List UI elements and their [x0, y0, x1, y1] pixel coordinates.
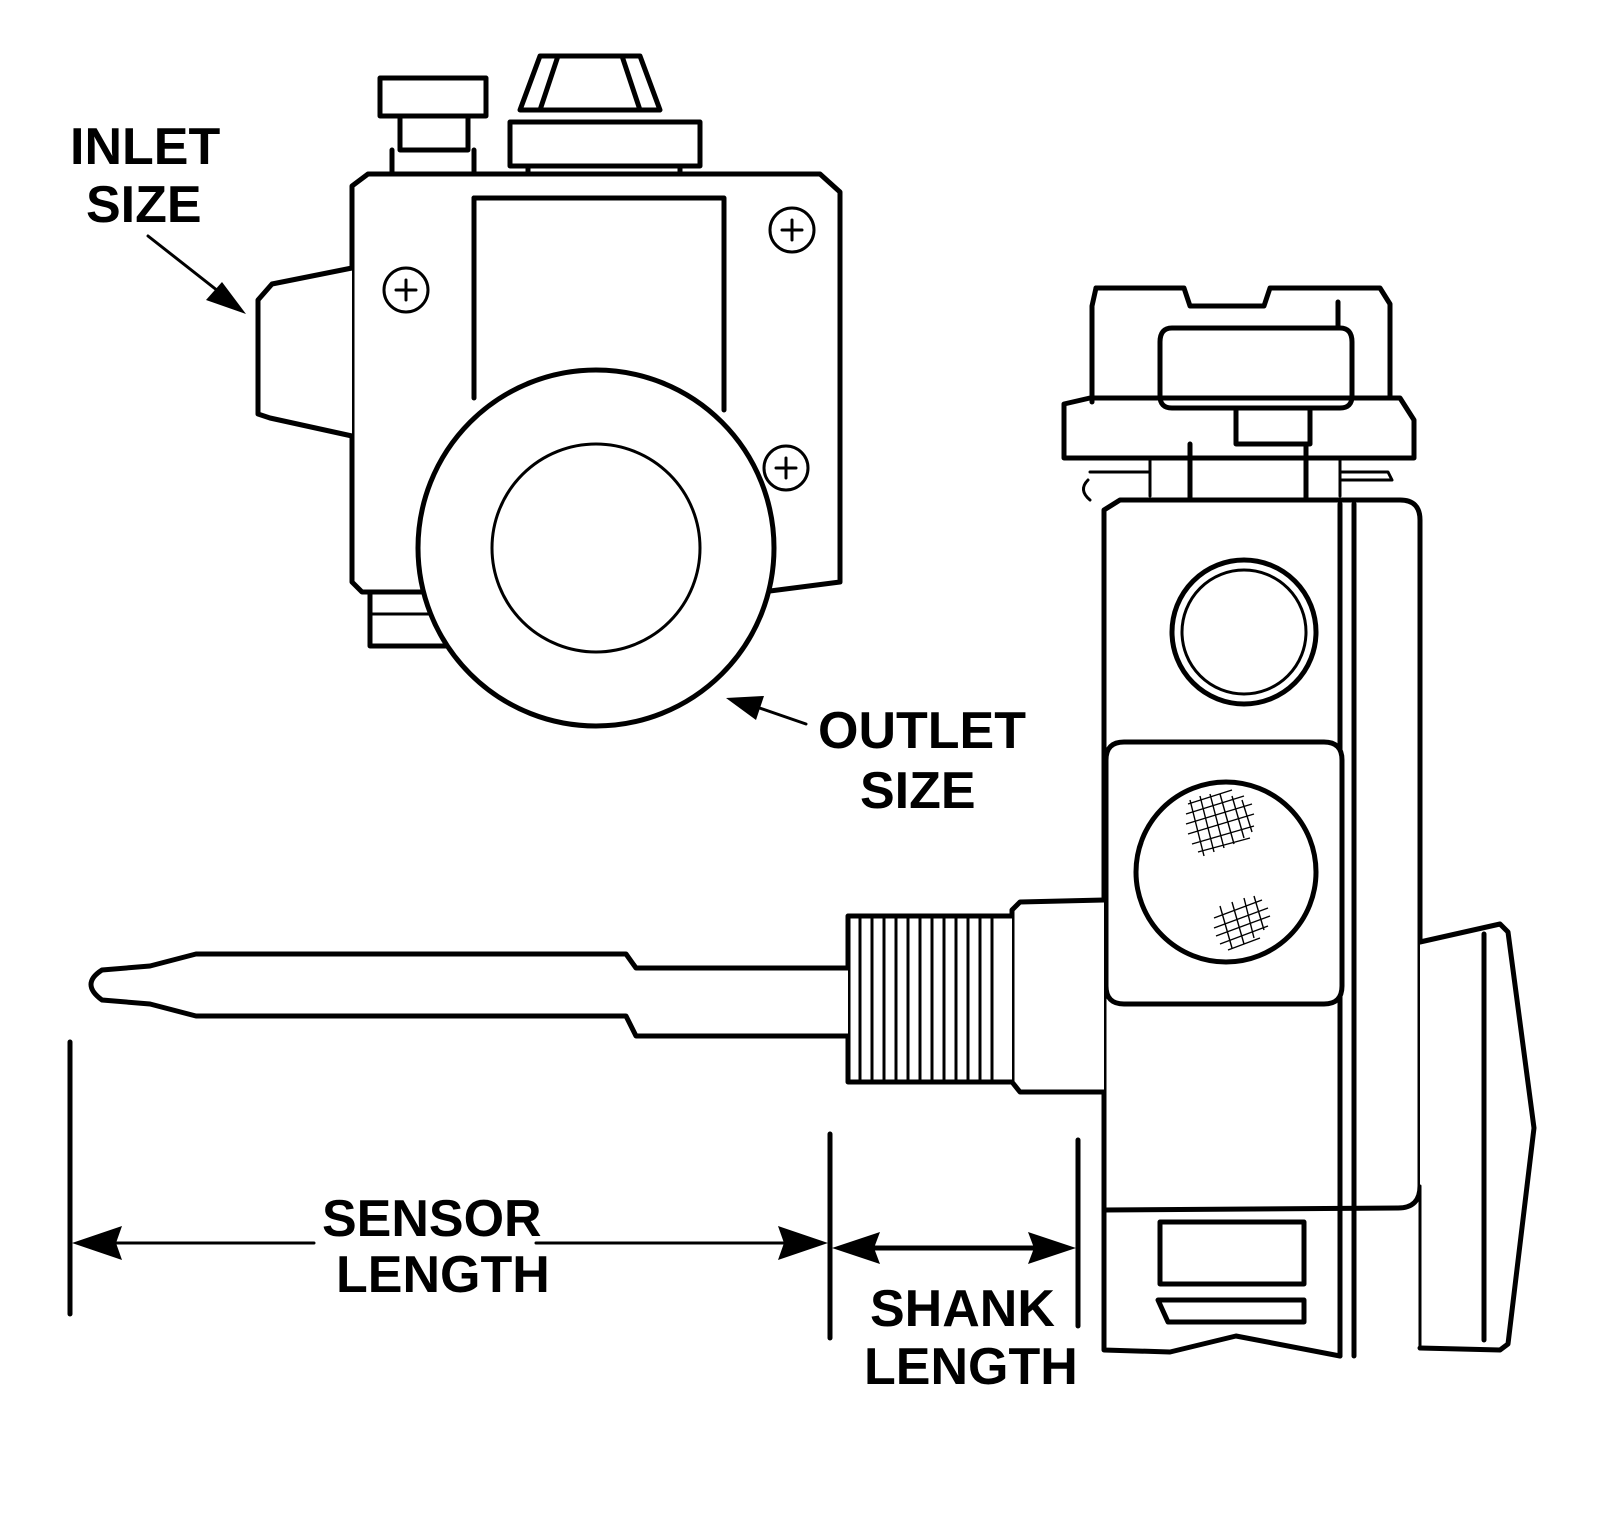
shank-length-label-line2: LENGTH [864, 1338, 1078, 1396]
outlet-fitting [415, 367, 777, 729]
outlet-size-label-line2: SIZE [860, 762, 976, 820]
front-view-valve [255, 53, 843, 729]
screw-icon [762, 444, 810, 492]
indicator-window-top [1169, 557, 1319, 707]
top-cap-right [507, 53, 703, 183]
sensor-length-arrow [72, 1226, 828, 1260]
threaded-shank [845, 897, 1107, 1095]
shank-length-arrow [832, 1232, 1076, 1264]
dimension-lines [67, 1039, 1081, 1341]
inlet-arrow [146, 234, 246, 314]
rear-knob [1417, 921, 1537, 1353]
dial-shading [1185, 789, 1271, 951]
sensor-length-label-line1: SENSOR [322, 1190, 542, 1248]
side-view-valve [88, 285, 1537, 1359]
temperature-dial [1103, 739, 1345, 1007]
shank-length-label-line1: SHANK [870, 1280, 1055, 1338]
inlet-size-label-line2: SIZE [86, 176, 202, 234]
inner-panel [471, 195, 727, 413]
outlet-arrow [726, 696, 808, 726]
side-top-cap [1061, 285, 1417, 503]
top-knob-left [377, 75, 489, 185]
inlet-size-label-line1: INLET [70, 118, 220, 176]
sensor-length-label-line2: LENGTH [336, 1246, 550, 1304]
screw-icon [768, 206, 816, 254]
sensor-probe [88, 951, 851, 1039]
side-bottom [1101, 1207, 1343, 1359]
outlet-size-label-line1: OUTLET [818, 702, 1026, 760]
screw-icon [382, 266, 430, 314]
inlet-connector [255, 265, 355, 439]
